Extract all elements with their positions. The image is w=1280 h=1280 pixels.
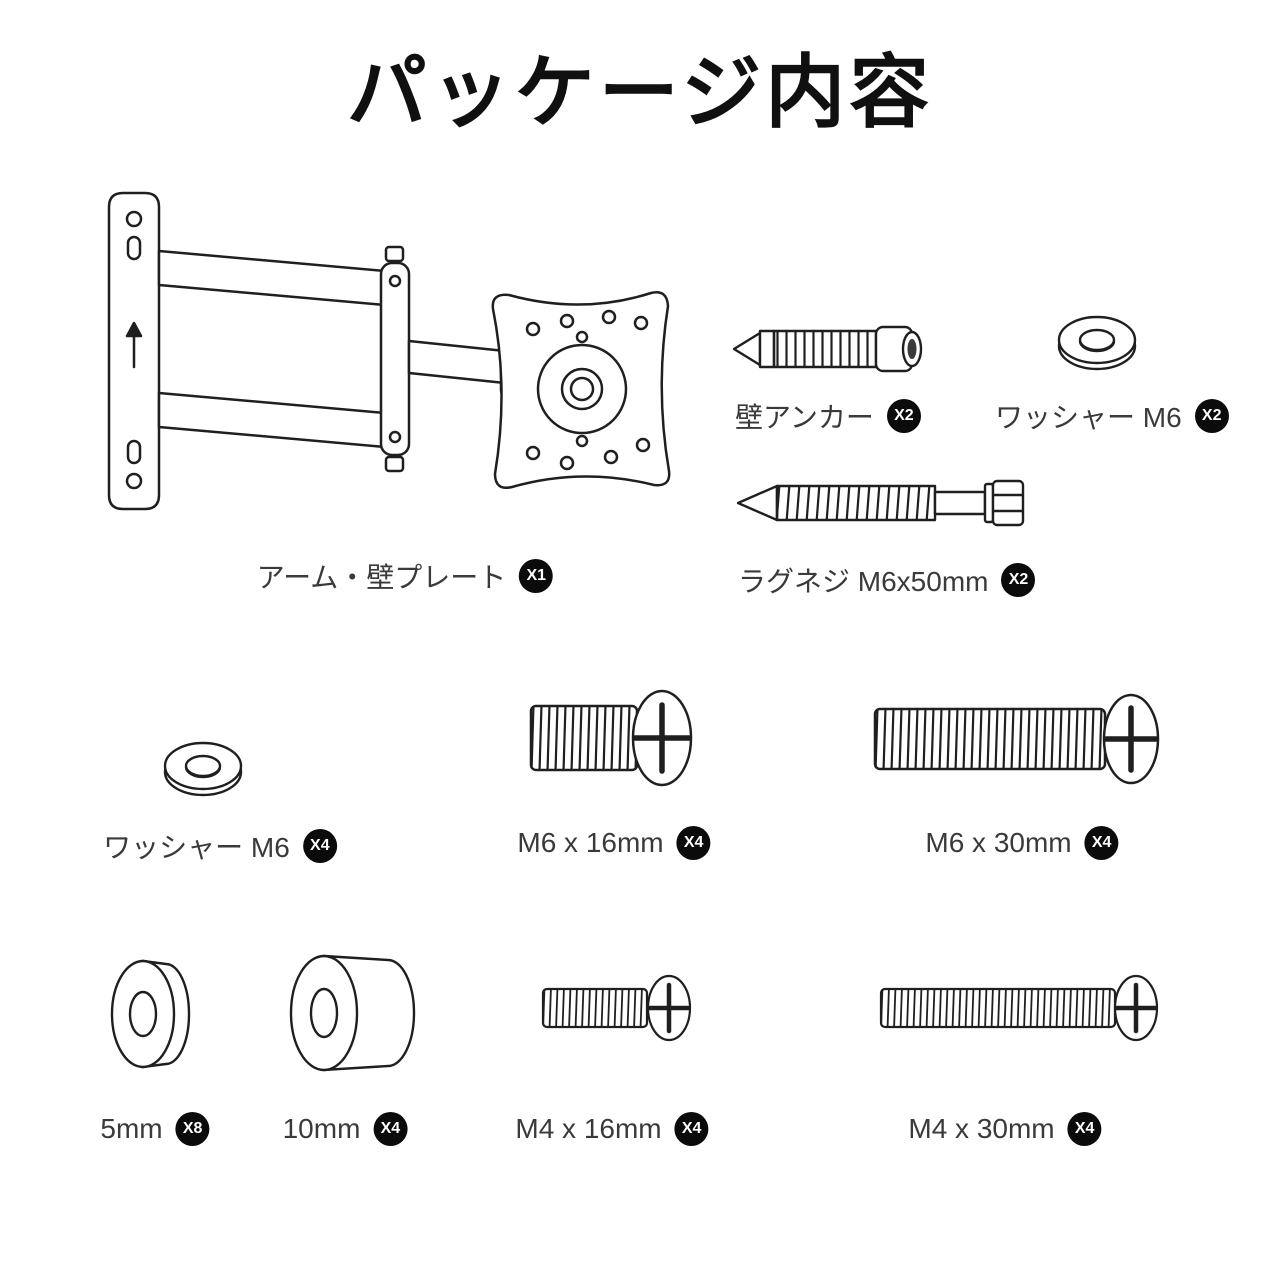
- spacer-10mm-count-badge: X4: [373, 1112, 408, 1146]
- lag-screw-drawing: [733, 475, 1041, 531]
- spacer-5mm-label-row: 5mm X8: [100, 1112, 210, 1146]
- screw-m6-30-drawing: [872, 692, 1162, 787]
- washer-m6-mid-label: ワッシャー M6: [103, 832, 290, 863]
- washer-m6-top-drawing: [1052, 312, 1142, 376]
- screw-m6-16-label-row: M6 x 16mm X4: [517, 826, 711, 860]
- screw-m4-30-label: M4 x 30mm: [908, 1113, 1055, 1144]
- screw-m4-30-label-row: M4 x 30mm X4: [908, 1112, 1102, 1146]
- wall-anchor-label-row: 壁アンカー X2: [735, 396, 921, 436]
- washer-m6-mid-count-badge: X4: [302, 829, 337, 863]
- screw-m6-16-drawing: [528, 688, 696, 788]
- wall-anchor-label: 壁アンカー: [735, 402, 874, 433]
- lag-screw-label-row: ラグネジ M6x50mm X2: [738, 560, 1036, 600]
- arm-wall-plate-label: アーム・壁プレート: [256, 562, 507, 593]
- screw-m4-16-count-badge: X4: [674, 1112, 709, 1146]
- washer-m6-top-label-row: ワッシャー M6 X2: [995, 396, 1229, 436]
- screw-m6-16-count-badge: X4: [676, 826, 711, 860]
- screw-m4-16-drawing: [540, 972, 695, 1044]
- spacer-5mm-count-badge: X8: [175, 1112, 210, 1146]
- wall-anchor-drawing: [728, 318, 943, 380]
- washer-m6-top-count-badge: X2: [1194, 399, 1229, 433]
- screw-m4-16-label-row: M4 x 16mm X4: [515, 1112, 709, 1146]
- spacer-5mm-label: 5mm: [100, 1113, 163, 1144]
- washer-m6-mid-drawing: [158, 738, 248, 802]
- screw-m4-30-count-badge: X4: [1067, 1112, 1102, 1146]
- screw-m6-16-label: M6 x 16mm: [517, 827, 664, 858]
- spacer-10mm-label-row: 10mm X4: [283, 1112, 408, 1146]
- lag-screw-label: ラグネジ M6x50mm: [738, 566, 989, 597]
- screw-m6-30-count-badge: X4: [1084, 826, 1119, 860]
- washer-m6-mid-label-row: ワッシャー M6 X4: [103, 826, 337, 866]
- screw-m6-30-label: M6 x 30mm: [925, 827, 1072, 858]
- spacer-10mm-label: 10mm: [282, 1113, 361, 1144]
- washer-m6-top-label: ワッシャー M6: [995, 402, 1182, 433]
- arm-wall-plate-count-badge: X1: [519, 559, 554, 593]
- spacer-10mm-drawing: [280, 950, 432, 1074]
- screw-m4-16-label: M4 x 16mm: [515, 1113, 662, 1144]
- arm-wall-plate-label-row: アーム・壁プレート X1: [256, 556, 554, 596]
- wall-anchor-count-badge: X2: [886, 399, 921, 433]
- spacer-5mm-drawing: [103, 955, 195, 1071]
- screw-m4-30-drawing: [878, 972, 1163, 1044]
- arm-wall-plate-drawing: [85, 175, 685, 535]
- page-title: パッケージ内容: [346, 48, 934, 137]
- lag-screw-count-badge: X2: [1001, 563, 1036, 597]
- screw-m6-30-label-row: M6 x 30mm X4: [925, 826, 1119, 860]
